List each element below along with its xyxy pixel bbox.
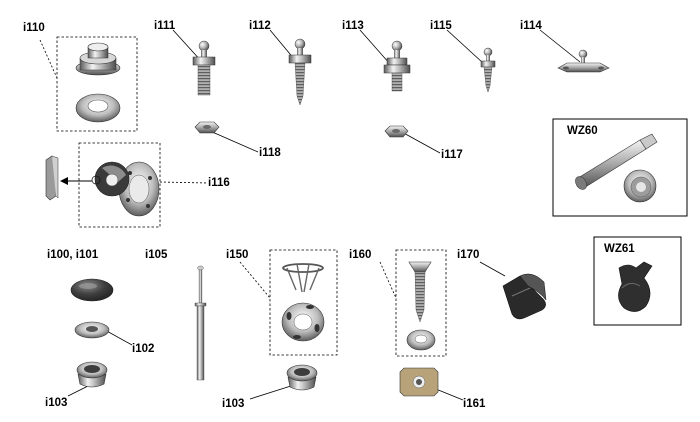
part-i105-rivet bbox=[194, 265, 207, 381]
label-i117: i117 bbox=[441, 149, 463, 161]
part-i160-screw bbox=[408, 261, 432, 323]
leader-i115 bbox=[446, 29, 484, 64]
frame-wz61 bbox=[593, 236, 682, 326]
leader-i117 bbox=[399, 130, 441, 154]
leader-i111 bbox=[172, 29, 203, 63]
label-i118: i118 bbox=[259, 147, 281, 159]
label-i103-center: i103 bbox=[222, 398, 245, 410]
part-i118-nut bbox=[194, 121, 220, 134]
label-i161: i161 bbox=[463, 398, 486, 410]
part-i112-stud-screw bbox=[288, 38, 312, 106]
part-i116-socket bbox=[91, 161, 160, 217]
label-i111: i111 bbox=[154, 20, 176, 32]
label-wz60: WZ60 bbox=[567, 125, 598, 137]
leader-lines bbox=[39, 29, 581, 401]
part-i113-stud bbox=[383, 40, 411, 92]
part-i100-cap bbox=[70, 278, 114, 302]
label-i115: i115 bbox=[430, 20, 452, 32]
frame-i110 bbox=[56, 36, 138, 132]
frame-i116 bbox=[78, 142, 161, 228]
frame-i150 bbox=[269, 249, 338, 356]
label-i110: i110 bbox=[23, 22, 45, 34]
part-wz60-tool bbox=[575, 133, 658, 203]
leader-i102 bbox=[104, 329, 133, 346]
leader-i170 bbox=[479, 261, 506, 277]
label-i114: i114 bbox=[520, 20, 542, 32]
frame-wz60 bbox=[552, 118, 688, 217]
leader-i150 bbox=[239, 261, 271, 299]
leader-i160 bbox=[379, 261, 397, 299]
part-i116-side-clip bbox=[45, 155, 59, 201]
part-i160-washer bbox=[406, 329, 436, 351]
label-i150: i150 bbox=[226, 249, 249, 261]
label-i103-left: i103 bbox=[45, 397, 68, 409]
leader-i113 bbox=[359, 29, 391, 65]
label-i113: i113 bbox=[342, 20, 364, 32]
frame-i160 bbox=[395, 249, 447, 357]
label-i105: i105 bbox=[145, 249, 168, 261]
part-wz61-tool bbox=[618, 261, 653, 312]
part-i102-washer bbox=[74, 321, 110, 339]
label-i116: i116 bbox=[208, 177, 230, 189]
part-i117-nut bbox=[384, 125, 409, 138]
part-i110-fastener bbox=[75, 42, 121, 123]
leader-i114 bbox=[539, 29, 581, 63]
label-i112: i112 bbox=[249, 20, 271, 32]
leader-i110 bbox=[39, 39, 58, 79]
part-i150-ring bbox=[281, 302, 325, 342]
insertion-arrow bbox=[60, 177, 92, 185]
label-i160: i160 bbox=[349, 249, 372, 261]
label-i100-i101: i100, i101 bbox=[47, 249, 99, 261]
leader-i116 bbox=[159, 181, 209, 184]
part-i103-eyelet-a bbox=[76, 361, 108, 388]
solid-frames bbox=[552, 118, 688, 326]
leader-i103a bbox=[67, 385, 89, 397]
part-i111-stud bbox=[192, 40, 216, 96]
label-i170: i170 bbox=[457, 249, 480, 261]
label-i102: i102 bbox=[132, 343, 155, 355]
leader-i103b bbox=[249, 384, 295, 400]
part-i161-clip-nut bbox=[399, 367, 439, 397]
leader-i118 bbox=[209, 130, 259, 153]
dashed-frames bbox=[56, 36, 447, 357]
part-i103-eyelet-b bbox=[286, 364, 318, 391]
part-i150-prong bbox=[282, 263, 324, 293]
label-wz61: WZ61 bbox=[604, 243, 635, 255]
part-i170-clip bbox=[502, 273, 547, 320]
part-i114-plate-stud bbox=[557, 49, 610, 73]
part-i115-stud-screw bbox=[480, 47, 496, 93]
